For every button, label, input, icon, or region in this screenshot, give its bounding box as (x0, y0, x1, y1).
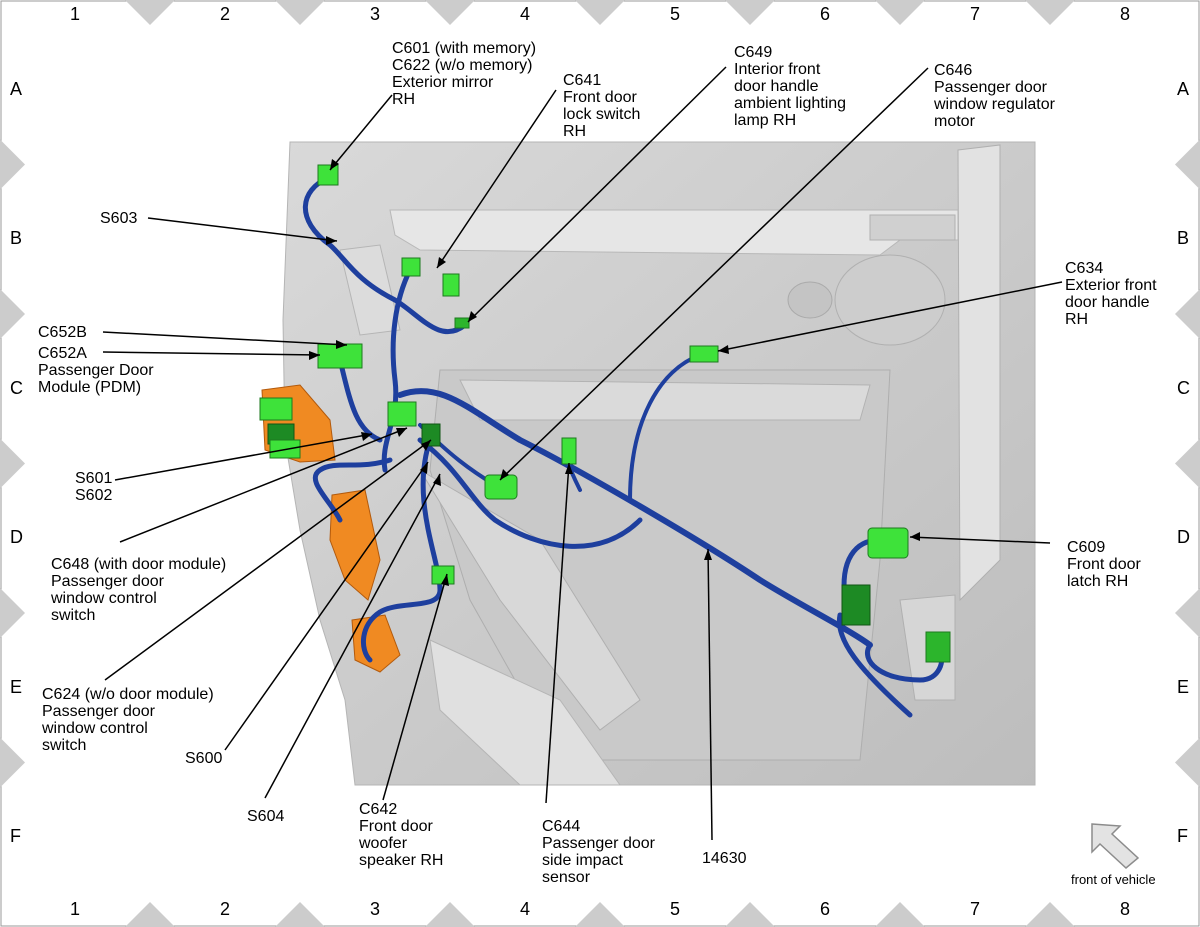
connector-c649 (454, 317, 470, 329)
label-c634: C634 Exterior front door handle RH (1065, 260, 1157, 328)
grid-column-bottom-1: 1 (70, 899, 81, 919)
grid-row-left-F: F (10, 826, 21, 847)
grid-tick-row-4-left (0, 588, 25, 638)
label-s604: S604 (247, 808, 285, 825)
grid-column-bottom-5: 5 (670, 899, 681, 919)
grid-tick-col-1-top (125, 0, 175, 25)
grid-tick-col-3-top (425, 0, 475, 25)
grid-column-bottom-8: 8 (1120, 899, 1131, 919)
grid-tick-col-7-top (1025, 0, 1075, 25)
grid-column-bottom-4: 4 (520, 899, 531, 919)
grid-tick-col-4-top (575, 0, 625, 25)
label-c644: C644 Passenger door side impact sensor (542, 818, 655, 886)
grid-tick-row-3-left (0, 438, 25, 489)
label-14630: 14630 (702, 850, 747, 867)
label-c652a: C652A Passenger Door Module (PDM) (38, 345, 154, 396)
grid-row-right-F: F (1177, 826, 1188, 847)
connector-c646 (484, 474, 518, 500)
label-front-of-vehicle: front of vehicle (1071, 872, 1156, 887)
grid-tick-col-6-top (875, 0, 925, 25)
grid-row-right-A: A (1177, 78, 1190, 99)
grid-tick-col-2-top (275, 0, 325, 25)
grid-row-left-B: B (10, 228, 23, 249)
grid-tick-row-5-left (0, 737, 25, 788)
label-c652b: C652B (38, 324, 87, 341)
connector-c641b (442, 273, 460, 297)
connector-c624 (421, 423, 441, 447)
grid-column-top-6: 6 (820, 4, 831, 24)
label-c646: C646 Passenger door window regulator mot… (934, 62, 1055, 130)
grid-column-top-5: 5 (670, 4, 681, 24)
door-panel (282, 141, 1036, 786)
connector-c641a (401, 257, 421, 277)
grid-column-top-1: 1 (70, 4, 81, 24)
grid-tick-row-1-left (0, 139, 25, 190)
connector-c634 (689, 345, 719, 363)
grid-tick-col-4-bottom (575, 902, 625, 927)
label-s600: S600 (185, 750, 223, 767)
front-of-vehicle-arrow-icon (1091, 823, 1140, 869)
grid-tick-row-1-right (1175, 139, 1200, 190)
label-s601-s602: S601 S602 (75, 470, 113, 504)
grid-tick-col-7-bottom (1025, 902, 1075, 927)
grid-tick-col-5-top (725, 0, 775, 25)
connector-latch-dark (841, 584, 871, 626)
connector-c648 (387, 401, 417, 427)
grid-column-top-4: 4 (520, 4, 531, 24)
grid-tick-row-4-right (1175, 588, 1200, 638)
label-c641: C641 Front door lock switch RH (563, 72, 641, 140)
label-c642: C642 Front door woofer speaker RH (359, 801, 444, 869)
grid-column-bottom-3: 3 (370, 899, 381, 919)
grid-row-left-E: E (10, 676, 23, 697)
connector-c644 (561, 437, 577, 465)
label-s603: S603 (100, 210, 138, 227)
grid-tick-col-2-bottom (275, 902, 325, 927)
connector-c609 (867, 527, 909, 559)
grid-column-top-3: 3 (370, 4, 381, 24)
leader-arrowheads (309, 159, 920, 586)
grid-column-top-7: 7 (970, 4, 981, 24)
grid-row-right-E: E (1177, 676, 1190, 697)
connector-latch-b (925, 631, 951, 663)
grid-column-bottom-6: 6 (820, 899, 831, 919)
leader-lines (102, 66, 1063, 841)
grid-row-right-D: D (1177, 527, 1190, 548)
label-c601-c622: C601 (with memory) C622 (w/o memory) Ext… (392, 40, 537, 108)
grid-column-bottom-2: 2 (220, 899, 231, 919)
grid-tick-row-2-left (0, 289, 25, 339)
connector-pdm-a (259, 397, 293, 421)
grid-tick-col-6-bottom (875, 902, 925, 927)
grid-column-bottom-7: 7 (970, 899, 981, 919)
grid-column-top-8: 8 (1120, 4, 1131, 24)
label-c648: C648 (with door module) Passenger door w… (51, 556, 227, 624)
grid-tick-col-1-bottom (125, 902, 175, 927)
grid-row-left-A: A (10, 78, 23, 99)
grid-tick-row-2-right (1175, 289, 1200, 339)
label-c624: C624 (w/o door module) Passenger door wi… (42, 686, 214, 754)
grid-tick-row-3-right (1175, 438, 1200, 489)
grid-row-right-B: B (1177, 228, 1190, 249)
connector-c652 (317, 343, 363, 369)
grid-tick-row-5-right (1175, 737, 1200, 788)
grid-tick-col-5-bottom (725, 902, 775, 927)
grid-row-left-D: D (10, 527, 23, 548)
grid-row-right-C: C (1177, 377, 1190, 398)
label-c649: C649 Interior front door handle ambient … (734, 44, 847, 129)
grid-column-top-2: 2 (220, 4, 231, 24)
connector-c601 (317, 164, 339, 186)
label-c609: C609 Front door latch RH (1067, 539, 1141, 590)
grid-row-left-C: C (10, 377, 23, 398)
grid-tick-col-3-bottom (425, 902, 475, 927)
